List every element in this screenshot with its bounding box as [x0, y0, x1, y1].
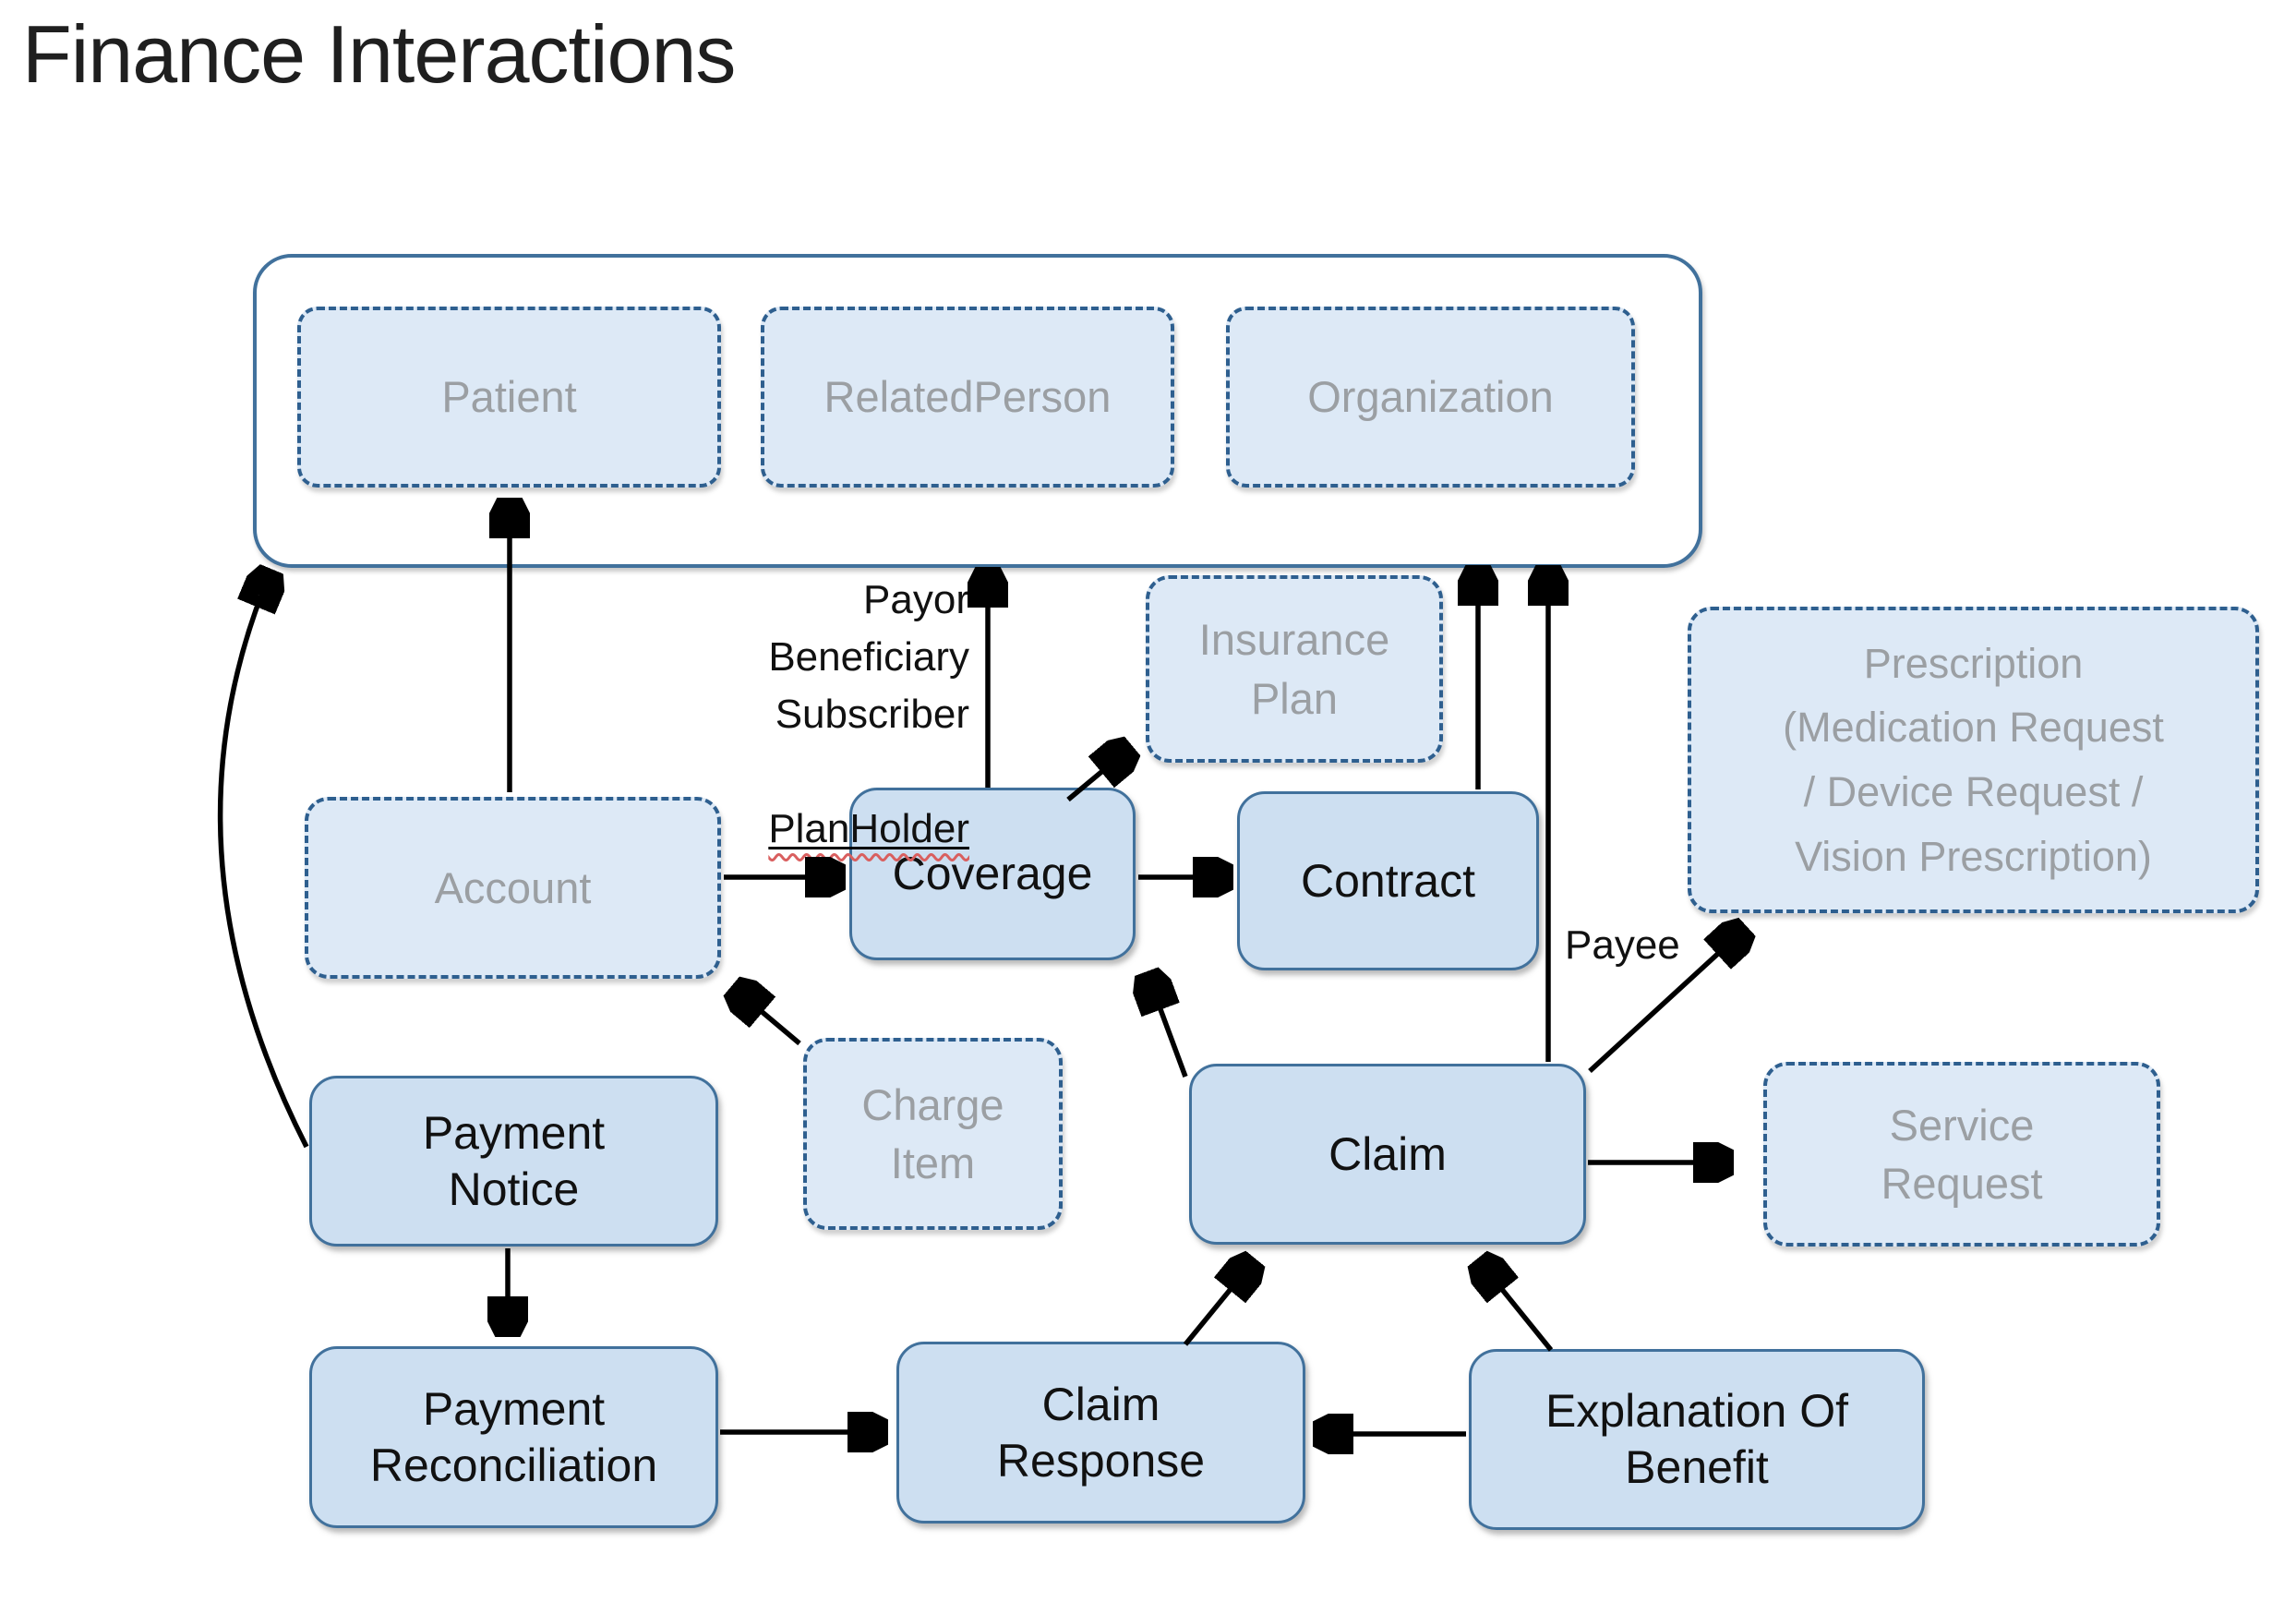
node-claim: Claim — [1189, 1064, 1586, 1245]
node-contract: Contract — [1237, 791, 1539, 970]
node-insurance-plan: Insurance Plan — [1146, 575, 1443, 763]
node-insurance-plan-label: Insurance Plan — [1198, 615, 1390, 723]
node-patient-label: Patient — [441, 372, 577, 422]
planholder-text: PlanHolder — [768, 806, 969, 851]
node-organization-label: Organization — [1307, 372, 1554, 422]
node-claim-response-label: Claim Response — [996, 1378, 1206, 1487]
node-explanation-of-benefit-label: Explanation Of Benefit — [1545, 1385, 1848, 1493]
edge-payment-notice-party-group — [217, 574, 309, 1149]
node-service-request: Service Request — [1763, 1062, 2160, 1247]
page-title: Finance Interactions — [22, 8, 736, 100]
node-patient: Patient — [297, 307, 721, 488]
node-related-person: RelatedPerson — [761, 307, 1174, 488]
edge-claim-coverage — [1148, 977, 1188, 1078]
node-payment-reconciliation-label: Payment Reconciliation — [369, 1382, 658, 1491]
node-payment-reconciliation: Payment Reconciliation — [309, 1346, 718, 1528]
node-coverage: Coverage — [849, 788, 1136, 960]
coverage-roles-annotation: Payor Beneficiary Subscriber — [768, 577, 969, 737]
edge-claim-response-claim — [1183, 1263, 1252, 1346]
node-payment-notice: Payment Notice — [309, 1076, 718, 1247]
planholder-squiggle: PlanHolder — [768, 806, 969, 851]
node-prescription: Prescription (Medication Request / Devic… — [1688, 607, 2259, 913]
planholder-annotation: PlanHolder — [702, 743, 969, 858]
node-charge-item-label: Charge Item — [861, 1079, 1004, 1187]
node-claim-label: Claim — [1328, 1127, 1447, 1180]
node-prescription-label: Prescription (Medication Request / Devic… — [1783, 639, 2164, 880]
node-explanation-of-benefit: Explanation Of Benefit — [1469, 1349, 1925, 1530]
node-payment-notice-label: Payment Notice — [422, 1106, 606, 1215]
edge-charge-item-account — [736, 990, 801, 1046]
edge-explanation-of-benefit-claim — [1481, 1263, 1554, 1352]
node-organization: Organization — [1226, 307, 1635, 488]
node-charge-item: Charge Item — [803, 1038, 1063, 1230]
node-account-label: Account — [434, 862, 592, 912]
node-service-request-label: Service Request — [1881, 1100, 2043, 1208]
payee-annotation: Payee — [1565, 922, 1680, 968]
node-contract-label: Contract — [1301, 854, 1475, 907]
node-coverage-label: Coverage — [892, 848, 1093, 899]
node-account: Account — [305, 797, 721, 979]
node-related-person-label: RelatedPerson — [823, 372, 1112, 422]
node-claim-response: Claim Response — [896, 1342, 1305, 1524]
